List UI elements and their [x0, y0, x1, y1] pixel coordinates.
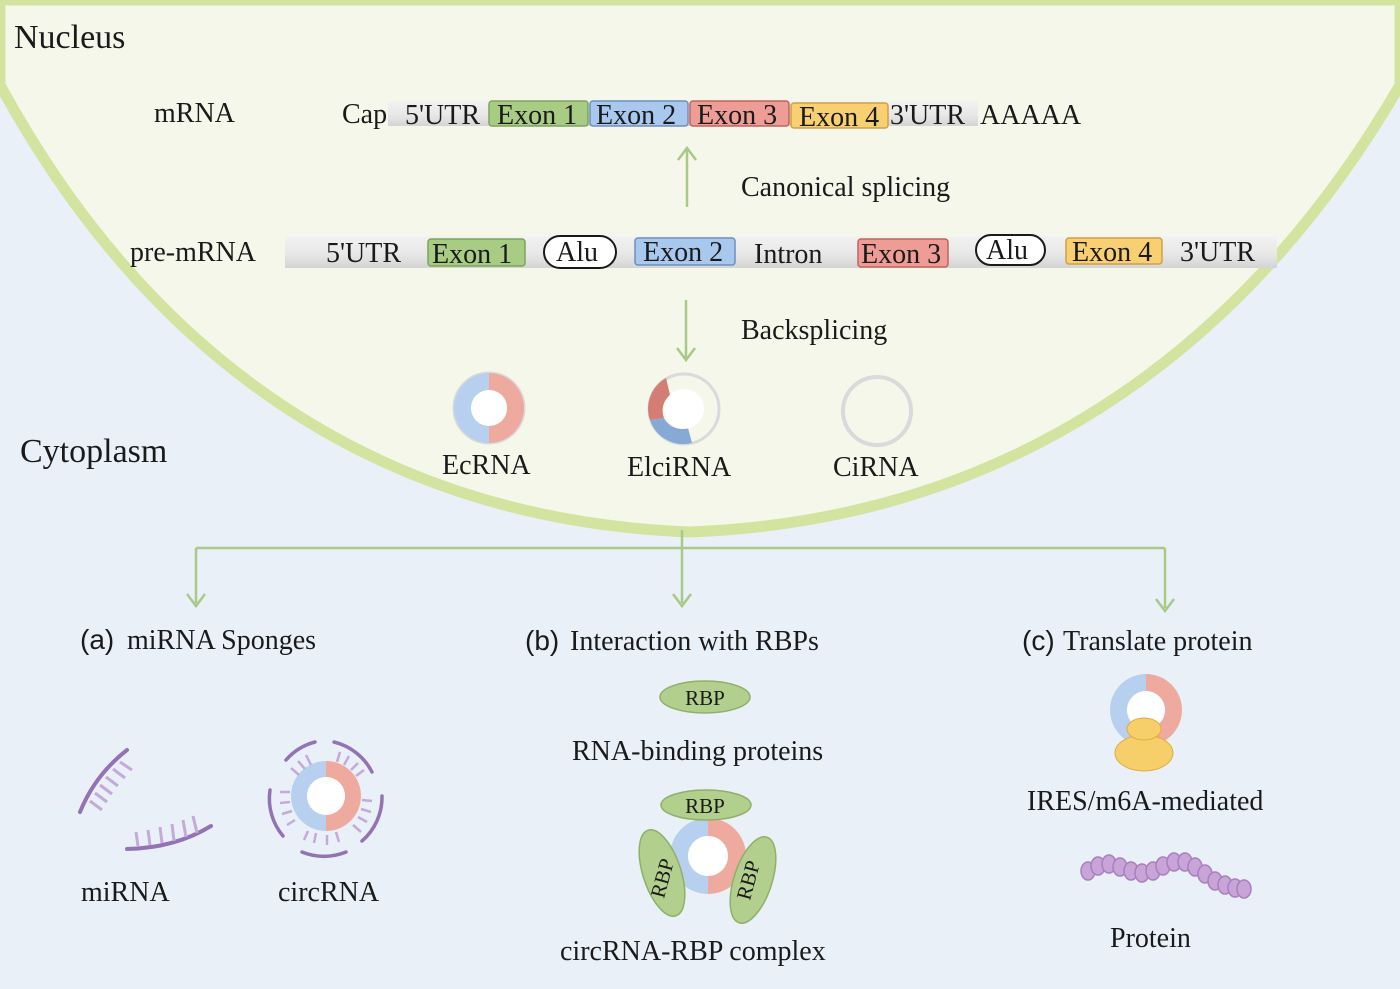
mrna-exon2-box	[589, 100, 689, 127]
cirna-ring	[841, 375, 913, 447]
ires-translation	[1110, 674, 1182, 772]
premrna-exon4: Exon 4	[1072, 237, 1152, 268]
premrna-3utr: 3'UTR	[1180, 237, 1255, 268]
elcirna-label: ElciRNA	[627, 452, 732, 483]
mirna-strand-2	[125, 815, 213, 851]
branch-left-head	[186, 593, 206, 609]
branch-right-head	[1155, 598, 1175, 614]
panel-a-title: miRNA Sponges	[127, 625, 316, 656]
circrna-caption: circRNA	[278, 877, 380, 908]
complex-caption: circRNA-RBP complex	[560, 936, 826, 967]
nucleus-label: Nucleus	[14, 19, 125, 56]
panel-b-title: Interaction with RBPs	[570, 626, 819, 657]
protein-caption: Protein	[1110, 923, 1191, 954]
mrna-polya: AAAAA	[980, 100, 1082, 131]
premrna-intron: Intron	[754, 239, 822, 270]
ires-caption: IRES/m6A-mediated	[1027, 786, 1263, 817]
premrna-exon1-box	[427, 238, 526, 267]
canonical-splicing-label: Canonical splicing	[741, 172, 950, 203]
ribosome-small	[1126, 717, 1162, 741]
complex-rbp-top: RBP	[685, 794, 725, 818]
premrna-exon1: Exon 1	[432, 239, 512, 270]
rbp-oval	[659, 680, 751, 714]
ecrna-label: EcRNA	[442, 450, 531, 481]
premrna-alu2: Alu	[986, 235, 1028, 266]
cytoplasm-label: Cytoplasm	[20, 433, 167, 470]
branch-middle-head	[672, 593, 692, 609]
circrna-sponge	[267, 740, 384, 859]
mrna-exon3-box	[689, 100, 790, 127]
mrna-exon1-box	[488, 100, 589, 127]
premrna-label: pre-mRNA	[130, 237, 257, 268]
premrna-5utr: 5'UTR	[326, 238, 401, 269]
canonical-arrow-head	[677, 145, 697, 161]
premrna-exon2-box	[634, 237, 736, 266]
mirna-caption: miRNA	[81, 877, 170, 908]
mrna-cap: Cap	[342, 99, 387, 130]
premrna-exon3: Exon 3	[861, 239, 941, 270]
mrna-exon1: Exon 1	[497, 100, 577, 131]
protein-chain	[1080, 852, 1252, 899]
premrna-alu1-box	[543, 235, 617, 269]
rbp-oval-label: RBP	[685, 686, 725, 710]
premrna-alu1: Alu	[556, 237, 598, 268]
cirna-label: CiRNA	[833, 452, 919, 483]
mrna-exon4: Exon 4	[799, 102, 879, 133]
mrna-exon3: Exon 3	[697, 100, 777, 131]
mrna-5utr: 5'UTR	[405, 100, 480, 131]
panel-b-letter: (b)	[525, 625, 559, 656]
backsplicing-label: Backsplicing	[741, 315, 887, 346]
ecrna-ring	[452, 371, 526, 445]
panel-a-letter: (a)	[80, 624, 114, 655]
premrna-exon4-box	[1065, 237, 1163, 265]
rbp-caption: RNA-binding proteins	[572, 736, 823, 767]
premrna-alu2-box	[975, 234, 1046, 266]
premrna-exon2: Exon 2	[643, 237, 723, 268]
mrna-exon4-box	[790, 102, 889, 129]
mrna-exon2: Exon 2	[596, 100, 676, 131]
mrna-3utr: 3'UTR	[890, 100, 965, 131]
mrna-label: mRNA	[154, 98, 236, 129]
mirna-strand-1	[78, 748, 133, 814]
premrna-exon3-box	[857, 238, 949, 268]
panel-c-title: Translate protein	[1063, 626, 1253, 657]
backsplicing-arrow-head	[676, 347, 696, 363]
circrna-rbp-complex	[638, 789, 777, 924]
panel-c-letter: (c)	[1022, 625, 1055, 656]
elcirna-ring	[647, 372, 721, 446]
